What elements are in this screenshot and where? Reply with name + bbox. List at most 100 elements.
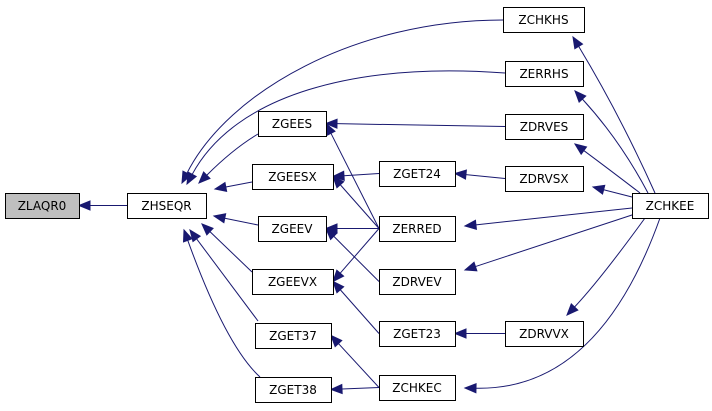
edge-line: [196, 238, 259, 322]
node-box: [503, 7, 585, 33]
edge-zchkec-to-zget38: [329, 383, 380, 395]
edge-zchkee-to-zerrhs: [574, 90, 649, 194]
edge-zchkee-to-zdrvsx: [591, 184, 633, 198]
node-box: [255, 377, 332, 403]
node-box: [505, 321, 584, 347]
edge-zget37-to-zhseqr: [189, 228, 259, 322]
edge-line: [582, 98, 649, 194]
arrowhead: [463, 261, 478, 272]
edge-line: [333, 235, 380, 282]
node-zchkec[interactable]: ZCHKEC: [379, 375, 456, 401]
edge-line: [225, 181, 253, 188]
node-box: [632, 193, 709, 219]
node-box: [505, 166, 584, 192]
node-label: ZGEEVX: [268, 275, 317, 289]
node-zdrvsx[interactable]: ZDRVSX: [505, 166, 584, 192]
edges-layer: [77, 19, 661, 395]
arrowhead: [77, 200, 91, 211]
node-zgeesx[interactable]: ZGEESX: [252, 164, 334, 190]
node-zlaqr0: ZLAQR0: [5, 193, 80, 219]
node-label: ZGET38: [269, 383, 317, 397]
node-label: ZGET24: [393, 167, 441, 181]
edge-line: [187, 240, 261, 378]
edge-zchkhs-to-zhseqr: [181, 19, 504, 185]
edge-line: [343, 173, 380, 177]
node-label: ZCHKEE: [646, 199, 695, 213]
edge-zdrvsx-to-zget24: [453, 169, 506, 180]
edge-line: [583, 150, 641, 194]
node-box: [255, 323, 332, 349]
arrowhead: [329, 383, 343, 395]
edge-line: [209, 231, 253, 273]
node-label: ZHSEQR: [141, 199, 191, 213]
node-zget23[interactable]: ZGET23: [379, 321, 456, 347]
edge-zget23-to-zgeevx: [332, 280, 380, 334]
node-zerrhs[interactable]: ZERRHS: [505, 61, 584, 87]
arrowhead: [332, 269, 345, 283]
edge-line: [186, 19, 504, 174]
arrowhead: [198, 171, 211, 184]
edge-zdrvev-to-zgeev: [325, 227, 380, 282]
node-label: ZCHKHS: [518, 13, 568, 27]
edge-line: [339, 228, 380, 274]
node-box: [127, 193, 207, 219]
edge-zchkee-to-zdrvvx: [566, 217, 646, 316]
node-zget37[interactable]: ZGET37: [255, 323, 332, 349]
arrowhead: [212, 213, 227, 224]
node-zdrves[interactable]: ZDRVES: [505, 114, 584, 140]
arrowhead: [573, 143, 588, 156]
edge-line: [330, 133, 380, 229]
node-zdrvev[interactable]: ZDRVEV: [379, 269, 456, 295]
node-zchkhs[interactable]: ZCHKHS: [503, 7, 585, 33]
arrowhead: [463, 382, 477, 394]
edge-line: [338, 343, 380, 388]
edge-zchkec-to-zget37: [330, 334, 380, 388]
arrowhead: [182, 228, 193, 243]
node-box: [379, 375, 456, 401]
edge-line: [475, 217, 661, 389]
edge-line: [603, 189, 633, 198]
edge-line: [339, 184, 380, 229]
node-zgees[interactable]: ZGEES: [258, 111, 327, 137]
node-label: ZGEES: [272, 117, 312, 131]
arrowhead: [331, 170, 345, 181]
node-zerred[interactable]: ZERRED: [379, 216, 456, 242]
node-zgeev[interactable]: ZGEEV: [258, 216, 327, 242]
edge-zget24-to-zgeesx: [331, 170, 380, 181]
node-zchkee[interactable]: ZCHKEE: [632, 193, 709, 219]
node-label: ZERRHS: [519, 67, 568, 81]
node-zgeevx[interactable]: ZGEEVX: [252, 269, 334, 295]
edge-line: [578, 46, 656, 194]
arrowhead: [332, 280, 345, 294]
node-label: ZDRVES: [520, 120, 569, 134]
node-label: ZGEESX: [268, 170, 317, 184]
node-zdrvvx[interactable]: ZDRVVX: [505, 321, 584, 347]
edge-zgeevx-to-zhseqr: [201, 223, 253, 273]
edge-zchkee-to-zchkhs: [572, 35, 656, 194]
node-box: [505, 114, 584, 140]
node-zget24[interactable]: ZGET24: [379, 161, 456, 187]
edge-zchkee-to-zdrves: [573, 143, 641, 194]
node-box: [379, 321, 456, 347]
edge-line: [475, 207, 633, 226]
arrowhead: [324, 118, 338, 129]
arrowhead: [572, 35, 584, 50]
node-label: ZDRVSX: [519, 172, 568, 186]
edge-zgeev-to-zhseqr: [212, 213, 259, 226]
arrowhead: [574, 90, 587, 104]
node-zhseqr[interactable]: ZHSEQR: [127, 193, 207, 219]
edge-line: [475, 213, 636, 268]
arrowhead: [330, 334, 343, 348]
arrowhead: [325, 227, 338, 241]
node-box: [252, 164, 334, 190]
edge-zerrhs-to-zhseqr: [186, 70, 506, 186]
edge-zgees-to-zhseqr: [198, 133, 259, 184]
node-zget38[interactable]: ZGET38: [255, 377, 332, 403]
node-box: [379, 269, 456, 295]
edge-line: [574, 217, 646, 308]
arrowhead: [591, 184, 606, 195]
nodes-layer: ZLAQR0 ZHSEQR ZCHKHS ZERRHS ZGEES ZGEESX ZGEEV…: [5, 7, 709, 403]
edge-line: [465, 174, 506, 179]
edge-line: [336, 123, 506, 127]
